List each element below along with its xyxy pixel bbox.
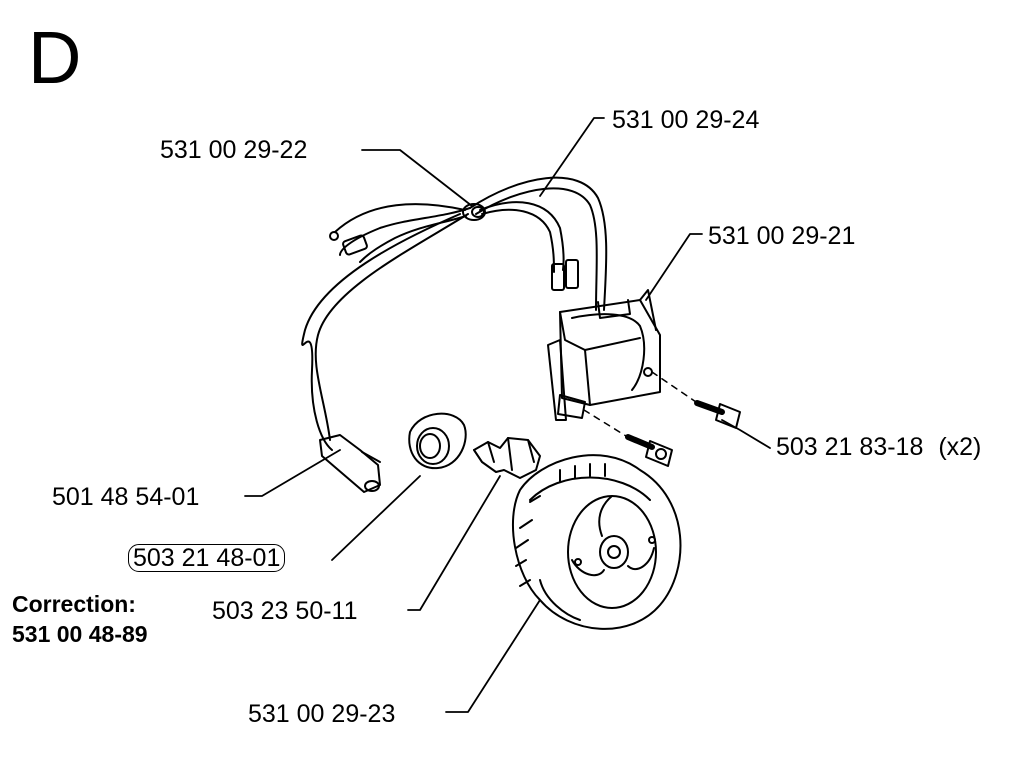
leader-wire-harness [539, 117, 605, 197]
leader-spark-plug-cap [244, 449, 341, 497]
leader-ignition-coil [645, 233, 703, 301]
correction-heading: Correction: [12, 591, 136, 617]
leader-flywheel [445, 599, 541, 713]
label-ignition-coil: 531 00 29-21 [708, 222, 856, 250]
coil-screws-drawing [625, 400, 741, 467]
flywheel-drawing [511, 454, 682, 630]
leader-washer [331, 475, 421, 561]
label-washer: 503 21 48-01 [128, 544, 286, 572]
leader-spark-plug [407, 475, 501, 611]
coil-screw-qty: (x2) [938, 433, 982, 461]
label-spark-plug: 503 23 50-11 [212, 597, 358, 625]
label-spark-plug-cap: 501 48 54-01 [52, 483, 200, 511]
harness-connectors-drawing [329, 231, 579, 291]
spark-plug-cap-drawing [319, 434, 381, 493]
leader-grommet [361, 149, 473, 207]
spark-plug-drawing [473, 437, 541, 479]
wire-harness-drawing [301, 176, 608, 451]
correction-note: Correction: 531 00 48-89 [12, 589, 148, 649]
section-letter: D [28, 16, 82, 99]
grommet-drawing [462, 203, 486, 221]
leader-lines [244, 117, 771, 713]
correction-number: 531 00 48-89 [12, 621, 148, 647]
label-wire-harness: 531 00 29-24 [612, 106, 760, 134]
label-coil-screw: 503 21 83-18 (x2) [776, 433, 981, 461]
coil-screw-number: 503 21 83-18 [776, 433, 924, 461]
alignment-lines [583, 371, 697, 437]
label-flywheel: 531 00 29-23 [248, 700, 396, 728]
label-grommet: 531 00 29-22 [160, 136, 308, 164]
ignition-coil-drawing [547, 289, 661, 421]
washer-drawing [408, 412, 467, 470]
leader-coil-screw [721, 419, 771, 449]
